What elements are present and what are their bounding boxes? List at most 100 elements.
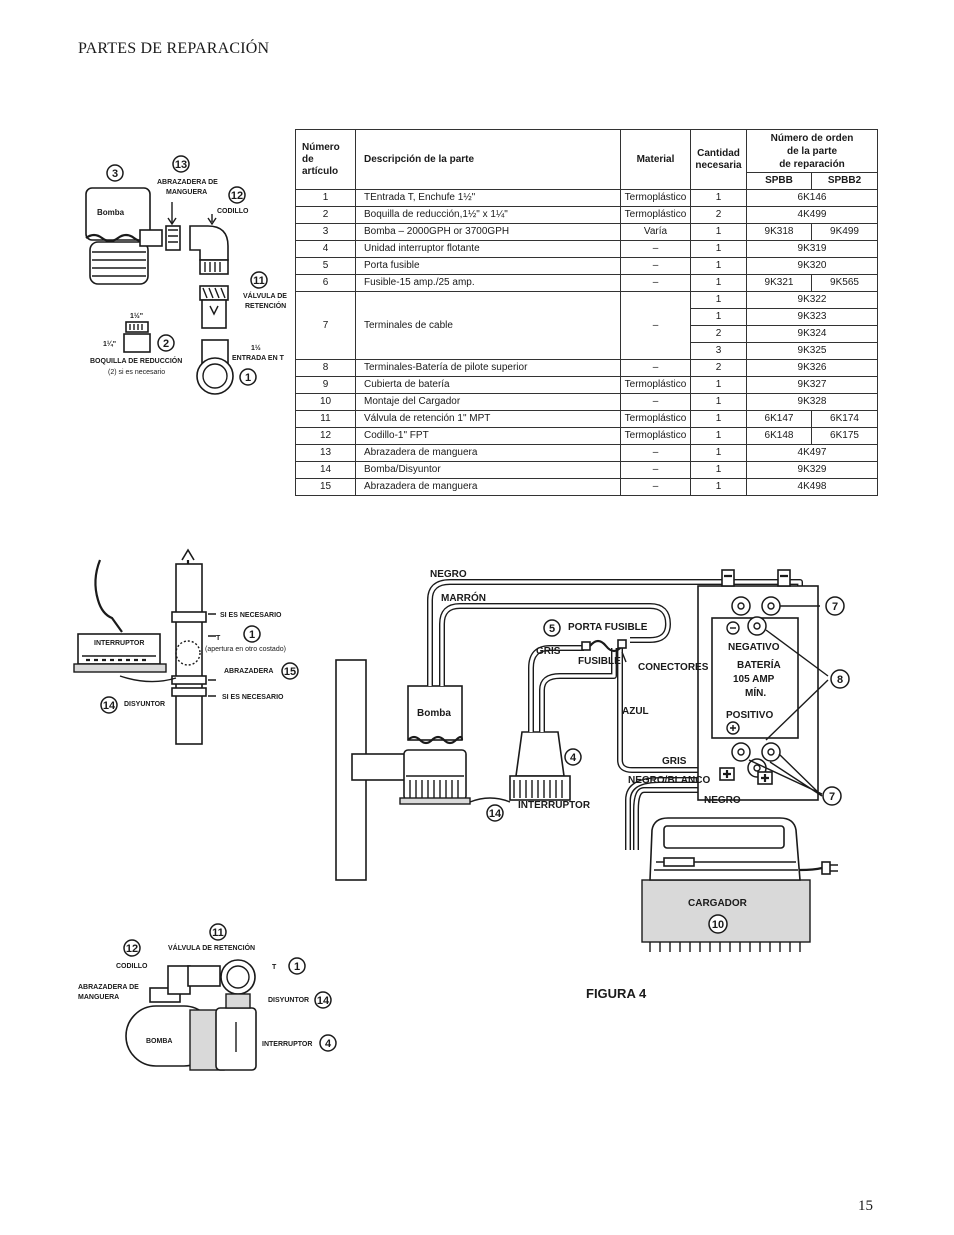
figure-pump-exploded: 3 13 12 11 2 1 Bomba ABRAZADERA DE MANGU… (85, 155, 287, 395)
label-valvula: VÁLVULA DE RETENCIÓN (168, 943, 255, 952)
fig4-label-fusible: FUSIBLE (578, 656, 621, 667)
t-top (220, 959, 256, 995)
callout-1: 1 (249, 629, 255, 641)
callout-3: 3 (112, 168, 118, 180)
fig4-label-porta-fusible: PORTA FUSIBLE (568, 622, 648, 633)
cell-order-number: 4K498 (745, 478, 879, 496)
label-codillo: CODILLO (116, 963, 148, 970)
figure-installation: SI ES NECESARIO T 1 (apertura en otro co… (73, 548, 299, 745)
label-size-1-5: 1½" (130, 312, 143, 320)
label-entrada-1: 1½ (251, 344, 261, 352)
fig4-label-bateria-1: BATERÍA (737, 658, 781, 671)
callout-12: 12 (126, 943, 138, 955)
figure-4-wiring: NEGRO MARRÓN 5 PORTA FUSIBLE GRIS FUSIBL… (335, 569, 850, 1001)
fig4-label-negro-top: NEGRO (430, 569, 467, 580)
fig4-pump (407, 685, 463, 741)
label-si-necesario-2: SI ES NECESARIO (222, 694, 284, 701)
cell-description: Terminales de cable (355, 291, 621, 360)
fig4-callout-5: 5 (549, 623, 555, 635)
label-interruptor: INTERRUPTOR (262, 1041, 312, 1048)
fig4-label-interruptor: INTERRUPTOR (518, 800, 591, 811)
label-abrazadera-1: ABRAZADERA DE (78, 984, 139, 991)
callout-4: 4 (325, 1038, 332, 1050)
header-order-line1: Número de orden (770, 132, 854, 144)
float-switch (515, 731, 565, 777)
label-interruptor: INTERRUPTOR (94, 640, 144, 647)
callout-11: 11 (253, 275, 265, 287)
fig4-label-positivo: POSITIVO (726, 710, 773, 721)
fuse (589, 639, 623, 653)
label-bomba: BOMBA (146, 1038, 172, 1045)
fig4-callout-10: 10 (712, 919, 724, 931)
fig4-label-bomba: Bomba (417, 708, 451, 719)
fig4-label-negativo: NEGATIVO (728, 642, 780, 653)
fig4-label-bateria-3: MÍN. (745, 686, 766, 699)
header-order-number: Número de orden de la parte de reparació… (745, 129, 879, 173)
label-disyuntor: DISYUNTOR (268, 997, 309, 1004)
callout-14: 14 (103, 700, 116, 712)
fig4-callout-8: 8 (837, 674, 843, 686)
label-abrazadera: ABRAZADERA (224, 668, 273, 675)
label-boquilla-note: (2) si es necesario (108, 369, 165, 376)
callout-12: 12 (231, 190, 243, 202)
charger (641, 879, 811, 943)
label-valvula-2: RETENCIÓN (245, 301, 286, 310)
pipe (175, 563, 203, 745)
callout-11: 11 (212, 927, 224, 939)
label-valvula-1: VÁLVULA DE (243, 291, 287, 300)
fig4-callout-4: 4 (570, 752, 577, 764)
fig4-label-negro-blanco: NEGRO/BLANCO (628, 775, 710, 786)
label-abrazadera-2: MANGUERA (78, 994, 119, 1001)
parts-table: Número de artículo Descripción de la par… (295, 129, 879, 496)
fig4-label-negro-bottom: NEGRO (704, 795, 741, 806)
label-size-1-25: 1¼" (103, 340, 116, 348)
figure-top-view: 11 VÁLVULA DE RETENCIÓN 12 CODILLO T 1 A… (78, 923, 337, 1071)
fig4-label-gris-1: GRIS (536, 646, 561, 657)
fig4-label-gris-2: GRIS (662, 756, 687, 767)
fig4-callout-7-top: 7 (832, 601, 838, 613)
callout-14: 14 (317, 995, 330, 1007)
header-description: Descripción de la parte (355, 129, 621, 190)
header-qty: Cantidad necesaria (690, 129, 747, 190)
pump-body (85, 187, 151, 241)
fig4-label-azul: AZUL (622, 706, 649, 717)
check-valve-top (187, 965, 221, 987)
fig4-label-conectores: CONECTORES (638, 662, 709, 673)
header-order-line3: de reparación (779, 158, 845, 170)
page-title: PARTES DE REPARACIÓN (78, 40, 270, 57)
callout-13: 13 (175, 159, 187, 171)
cell-qty: 1 (690, 478, 747, 496)
callout-1: 1 (245, 372, 251, 384)
label-abrazadera-2: MANGUERA (166, 189, 207, 196)
page-number: 15 (858, 1198, 873, 1214)
fig4-label-marron: MARRÓN (441, 591, 486, 604)
reducing-nipple (125, 321, 149, 333)
fig4-label-bateria-2: 105 AMP (733, 674, 775, 685)
hose-clamp (165, 225, 181, 251)
label-t-note: (apertura en otro costado) (205, 646, 286, 653)
label-t: T (216, 635, 221, 642)
label-bomba: Bomba (97, 208, 125, 217)
header-item: Número de artículo (295, 129, 356, 190)
cell-material: – (620, 291, 691, 360)
cell-material: – (620, 478, 691, 496)
label-t: T (272, 964, 277, 971)
callout-2: 2 (163, 338, 169, 350)
label-disyuntor: DISYUNTOR (124, 701, 165, 708)
callout-1: 1 (294, 961, 300, 973)
fig4-callout-14: 14 (489, 808, 502, 820)
fig4-callout-7-bottom: 7 (829, 791, 835, 803)
